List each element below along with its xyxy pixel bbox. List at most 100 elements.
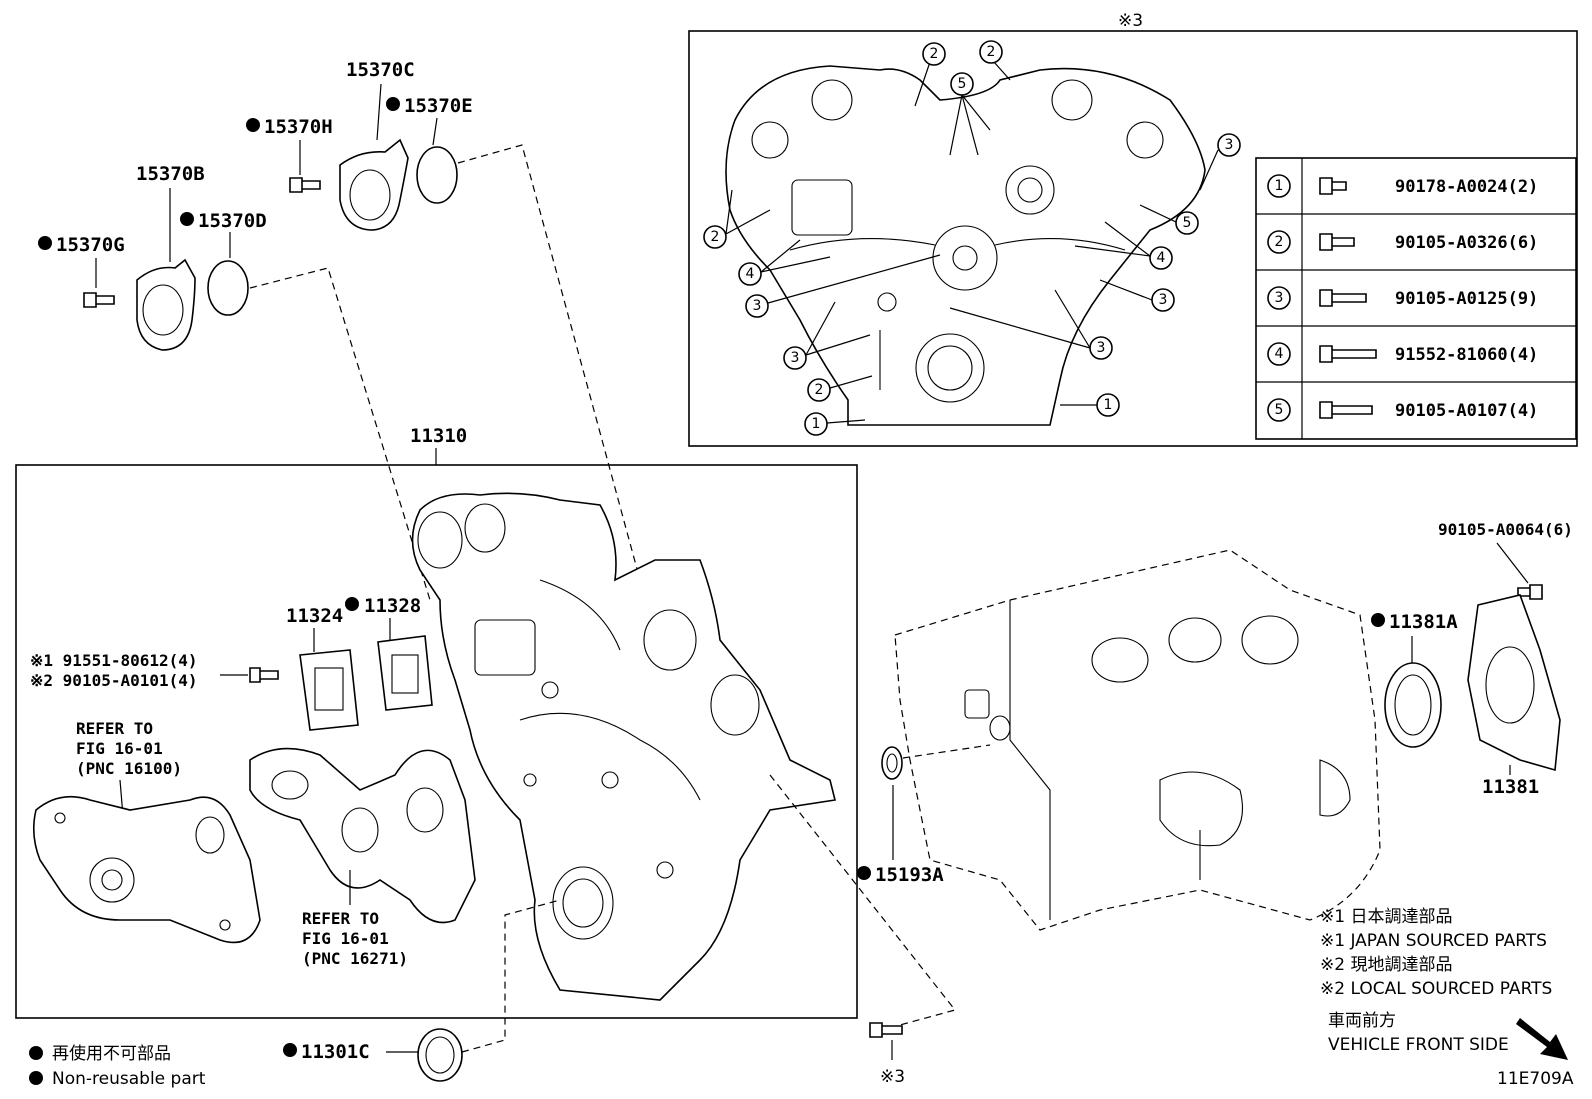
- retainer-11381: [1467, 594, 1561, 772]
- cylinder-block: [894, 549, 1381, 931]
- note-2-jp: ※2 現地調達部品: [1320, 955, 1452, 975]
- label-11324: 11324: [286, 605, 343, 627]
- label-15370G: 15370G: [56, 234, 125, 256]
- label-11381: 11381: [1482, 776, 1539, 798]
- non-reusable-dot: [1371, 613, 1385, 627]
- svg-text:2: 2: [930, 46, 939, 62]
- bolt-part-number: 90178-A0024(2): [1395, 177, 1538, 197]
- water-inlet-housing-15370C: [339, 138, 409, 231]
- svg-text:3: 3: [753, 298, 762, 314]
- non-reusable-dot: [283, 1043, 297, 1057]
- label-15370E: 15370E: [404, 95, 473, 117]
- bolt-icon: [1319, 401, 1373, 419]
- main-assembly-frame: [15, 464, 858, 1019]
- bolt-table: 1 90178-A0024(2) 2 90105-A0326(6) 3 9010…: [1255, 157, 1577, 440]
- bolt-note-line2: ※2 90105-A0101(4): [30, 671, 198, 690]
- timing-chain-cover-11310: [411, 492, 836, 1001]
- bolt-mark-3: [869, 1022, 903, 1060]
- callout-1-bottom-left: [804, 412, 828, 436]
- bolt-table-row: 1 90178-A0024(2): [1267, 174, 1538, 198]
- bolt-part-number: 90105-A0326(6): [1395, 233, 1538, 253]
- callout-3-left-low: [783, 346, 807, 370]
- callout-1-right: [1096, 393, 1120, 417]
- bolt-icon: [1319, 233, 1355, 251]
- callout-2-bottom-left: [807, 378, 831, 402]
- legend-jp: 再使用不可部品: [52, 1043, 171, 1064]
- figure-id: 11E709A: [1497, 1069, 1574, 1089]
- svg-text:5: 5: [958, 76, 967, 92]
- bolt-table-row: 2 90105-A0326(6): [1267, 230, 1538, 254]
- legend-dot: [29, 1071, 43, 1085]
- refer-water-pump-line2: FIG 16-01: [76, 739, 163, 758]
- svg-text:5: 5: [1183, 215, 1192, 231]
- bolt-icon: [1319, 289, 1367, 307]
- bolt-15370G: [83, 292, 115, 308]
- non-reusable-dot: [857, 866, 871, 880]
- bolt-icon: [1319, 345, 1377, 363]
- bottom-bolt-mark: ※3: [880, 1067, 905, 1087]
- oil-seal-11381A: [1384, 662, 1442, 748]
- non-reusable-dot: [345, 597, 359, 611]
- callout-3-right-top: [1217, 133, 1241, 157]
- seal-15193A: [881, 746, 903, 780]
- non-reusable-dot: [180, 212, 194, 226]
- refer-gasket-line2: FIG 16-01: [302, 929, 389, 948]
- note-1-en: ※1 JAPAN SOURCED PARTS: [1320, 931, 1547, 951]
- non-reusable-dot: [386, 97, 400, 111]
- svg-text:1: 1: [1275, 178, 1284, 194]
- svg-text:3: 3: [1097, 340, 1106, 356]
- inset-frame: [688, 30, 1578, 447]
- callout-4-right: [1149, 246, 1173, 270]
- refer-gasket-line1: REFER TO: [302, 909, 379, 928]
- bolt-table-row: 3 90105-A0125(9): [1267, 286, 1538, 310]
- svg-text:3: 3: [791, 350, 800, 366]
- bolt-table-row: 5 90105-A0107(4): [1267, 398, 1538, 422]
- refer-water-pump-line3: (PNC 16100): [76, 759, 182, 778]
- bolt-icon: [1319, 177, 1347, 195]
- callout-2-top-right: [979, 40, 1003, 64]
- vehicle-front-arrow-icon: [1516, 1018, 1568, 1060]
- label-15370H: 15370H: [264, 116, 333, 138]
- svg-text:2: 2: [987, 44, 996, 60]
- callout-5-right: [1175, 211, 1199, 235]
- svg-text:3: 3: [1225, 137, 1234, 153]
- gasket-11324: [299, 649, 359, 731]
- callout-5-top: [950, 72, 974, 96]
- svg-text:3: 3: [1275, 290, 1284, 306]
- svg-text:1: 1: [1104, 397, 1113, 413]
- callout-2-left: [703, 225, 727, 249]
- svg-text:4: 4: [746, 266, 755, 282]
- inset-callouts: 2 2 5 3 5 4 3 3 1 2: [703, 40, 1241, 436]
- bolt-15370H: [289, 177, 321, 193]
- callout-3-right-mid: [1151, 288, 1175, 312]
- svg-text:2: 2: [711, 229, 720, 245]
- svg-text:3: 3: [1159, 292, 1168, 308]
- water-pump-gasket: [249, 747, 476, 924]
- callout-3-right-low: [1089, 336, 1113, 360]
- label-90105-A0064: 90105-A0064(6): [1438, 520, 1573, 539]
- note-1-jp: ※1 日本調達部品: [1320, 907, 1452, 927]
- callout-2-top-left: [922, 42, 946, 66]
- svg-text:5: 5: [1275, 402, 1284, 418]
- non-reusable-dot: [38, 236, 52, 250]
- bolt-91551-80612: [220, 667, 279, 683]
- svg-text:1: 1: [812, 416, 821, 432]
- o-ring-15370D: [207, 260, 249, 316]
- bolt-90105-A0064: [1517, 584, 1543, 600]
- o-ring-15370E: [416, 146, 458, 204]
- gasket-11328: [377, 635, 433, 711]
- water-inlet-housing-15370B: [136, 258, 196, 351]
- bolt-part-number: 90105-A0125(9): [1395, 289, 1538, 309]
- inset-timing-cover-outline: [725, 65, 1206, 426]
- vehicle-front-en: VEHICLE FRONT SIDE: [1328, 1035, 1509, 1055]
- svg-text:4: 4: [1157, 250, 1166, 266]
- label-11381A: 11381A: [1389, 611, 1458, 633]
- legend-dot: [29, 1046, 43, 1060]
- bolt-part-number: 90105-A0107(4): [1395, 401, 1538, 421]
- callout-3-left-mid: [745, 294, 769, 318]
- label-15370D: 15370D: [198, 210, 267, 232]
- bolt-table-row: 4 91552-81060(4): [1267, 342, 1538, 366]
- label-11301C: 11301C: [301, 1041, 370, 1063]
- inset-mark: ※3: [1118, 11, 1143, 31]
- water-pump-assembly: [32, 795, 261, 944]
